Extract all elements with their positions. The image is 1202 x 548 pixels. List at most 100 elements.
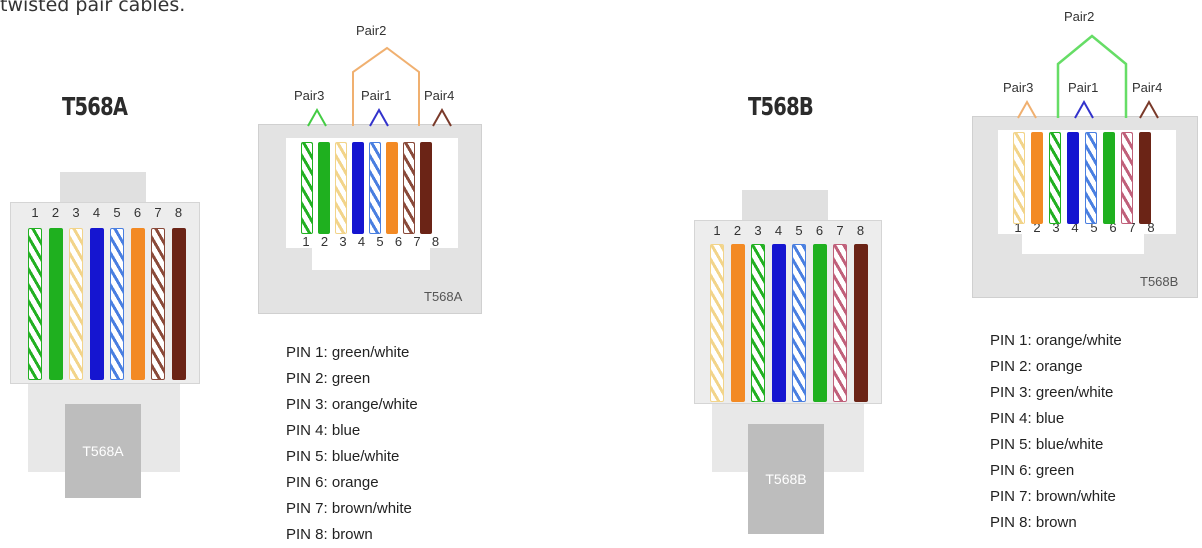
wire-7 [151, 228, 165, 380]
pin-number-1: 1 [31, 205, 39, 220]
jack-slot [1022, 234, 1144, 254]
pin-3-label: PIN 3: green/white [990, 384, 1114, 401]
pair2-label: Pair2 [1064, 9, 1095, 24]
pair4-bracket [1139, 99, 1159, 119]
plug-latch [60, 172, 146, 204]
pin-number-3: 3 [1052, 220, 1060, 235]
pair3-label: Pair3 [1003, 80, 1034, 95]
pin-number-7: 7 [413, 234, 421, 249]
pin-number-7: 7 [1128, 220, 1136, 235]
wire-8 [171, 228, 186, 380]
pair4-label: Pair4 [424, 88, 455, 103]
wire-2 [48, 228, 63, 380]
pin-2-label: PIN 2: orange [990, 358, 1083, 375]
pin-6-label: PIN 6: orange [286, 474, 379, 491]
wire-2 [318, 142, 330, 234]
pair1-label: Pair1 [1068, 80, 1099, 95]
pair1-label: Pair1 [361, 88, 392, 103]
pair3-bracket [1017, 99, 1037, 119]
pin-number-6: 6 [394, 234, 403, 249]
pair1-bracket [1074, 99, 1094, 119]
plug-label: T568B [748, 424, 824, 534]
pin-number-3: 3 [754, 223, 762, 238]
wire-4 [89, 228, 104, 380]
wire-5 [110, 228, 124, 380]
t568a-pin-list: PIN 1: green/white PIN 2: green PIN 3: o… [286, 340, 418, 548]
pair2-label: Pair2 [356, 23, 387, 38]
pin-4-label: PIN 4: blue [286, 422, 361, 439]
wire-6 [130, 228, 145, 380]
pair3-bracket [307, 107, 327, 127]
pin-8-label: PIN 8: brown [990, 514, 1077, 531]
plug-latch [742, 190, 828, 222]
wire-1 [1013, 132, 1025, 224]
wire-1 [301, 142, 313, 234]
wire-7 [833, 244, 847, 402]
pin-number-2: 2 [320, 234, 329, 249]
wire-4 [1067, 132, 1079, 224]
pin-number-4: 4 [1071, 220, 1079, 235]
pair2-bracket [1056, 34, 1128, 118]
pin-number-1: 1 [713, 223, 721, 238]
pin-number-6: 6 [1109, 220, 1117, 235]
wire-4 [352, 142, 364, 234]
pin-number-4: 4 [774, 223, 783, 238]
wire-1 [710, 244, 724, 402]
intro-text: twisted pair cables. [0, 0, 186, 16]
wire-3 [751, 244, 765, 402]
wire-3 [69, 228, 83, 380]
jack-label: T568A [424, 289, 463, 304]
pin-number-8: 8 [856, 223, 865, 238]
pin-1-label: PIN 1: green/white [286, 344, 410, 361]
pair4-label: Pair4 [1132, 80, 1163, 95]
wire-8 [420, 142, 432, 234]
wire-2 [1031, 132, 1043, 224]
pin-4-label: PIN 4: blue [990, 410, 1065, 427]
pin-7-label: PIN 7: brown/white [990, 488, 1116, 505]
pin-number-7: 7 [154, 205, 162, 220]
pin-number-5: 5 [1090, 220, 1098, 235]
pair4-bracket [432, 107, 452, 127]
pair2-bracket [352, 46, 420, 126]
plug-label: T568A [65, 404, 141, 498]
t568b-pin-list: PIN 1: orange/white PIN 2: orange PIN 3:… [990, 328, 1122, 536]
wire-7 [403, 142, 415, 234]
pin-number-8: 8 [1147, 220, 1155, 235]
wire-4 [771, 244, 786, 402]
wire-2 [730, 244, 745, 402]
pin-2-label: PIN 2: green [286, 370, 371, 387]
pin-number-4: 4 [357, 234, 366, 249]
pin-number-2: 2 [51, 205, 60, 220]
pin-number-2: 2 [1033, 220, 1041, 235]
pin-number-1: 1 [302, 234, 310, 249]
pin-number-3: 3 [72, 205, 80, 220]
pin-5-label: PIN 5: blue/white [990, 436, 1104, 453]
jack-slot [312, 248, 430, 270]
wire-6 [812, 244, 827, 402]
plug-body [694, 220, 882, 404]
pin-number-2: 2 [733, 223, 742, 238]
pin-number-7: 7 [836, 223, 844, 238]
pin-number-5: 5 [113, 205, 121, 220]
pin-number-1: 1 [1014, 220, 1022, 235]
pin-3-label: PIN 3: orange/white [286, 396, 418, 413]
wire-5 [1085, 132, 1097, 224]
wire-6 [1103, 132, 1115, 224]
pin-number-4: 4 [92, 205, 101, 220]
wire-5 [792, 244, 806, 402]
pin-7-label: PIN 7: brown/white [286, 500, 412, 517]
wire-6 [386, 142, 398, 234]
wire-8 [1139, 132, 1151, 224]
pin-number-8: 8 [431, 234, 440, 249]
wire-7 [1121, 132, 1133, 224]
pair3-label: Pair3 [294, 88, 325, 103]
wire-8 [853, 244, 868, 402]
pin-5-label: PIN 5: blue/white [286, 448, 400, 465]
wire-5 [369, 142, 381, 234]
pin-8-label: PIN 8: brown [286, 526, 373, 543]
pair1-bracket [369, 107, 389, 127]
pin-6-label: PIN 6: green [990, 462, 1075, 479]
pin-number-5: 5 [795, 223, 803, 238]
